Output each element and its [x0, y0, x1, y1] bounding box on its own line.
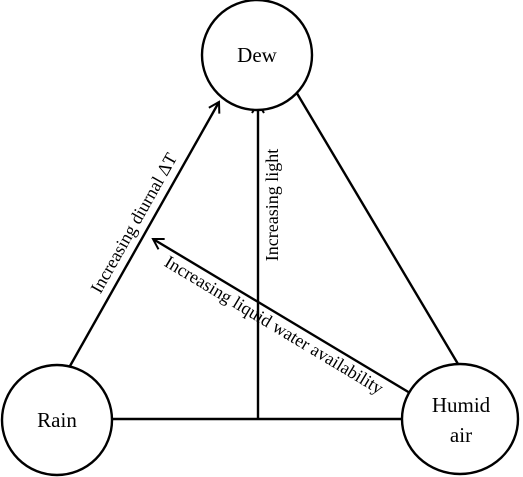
edge-rain-dew [68, 100, 221, 367]
arrow-increasing-liquid-water [151, 237, 411, 395]
node-dew: Dew [200, 0, 314, 112]
node-humid-air-label-line2: air [450, 423, 472, 447]
node-dew-label: Dew [237, 43, 277, 67]
node-rain-label: Rain [37, 408, 77, 432]
label-increasing-light: Increasing light [262, 149, 282, 261]
label-increasing-diurnal-dt: Increasing diurnal ΔT [86, 150, 181, 297]
edge-dew-humid-air [293, 89, 460, 365]
node-humid-air: Humid air [400, 362, 520, 476]
node-rain: Rain [0, 363, 114, 477]
label-increasing-liquid-water: Increasing liquid water availability [161, 252, 387, 399]
node-humid-air-label-line1: Humid [432, 393, 491, 417]
